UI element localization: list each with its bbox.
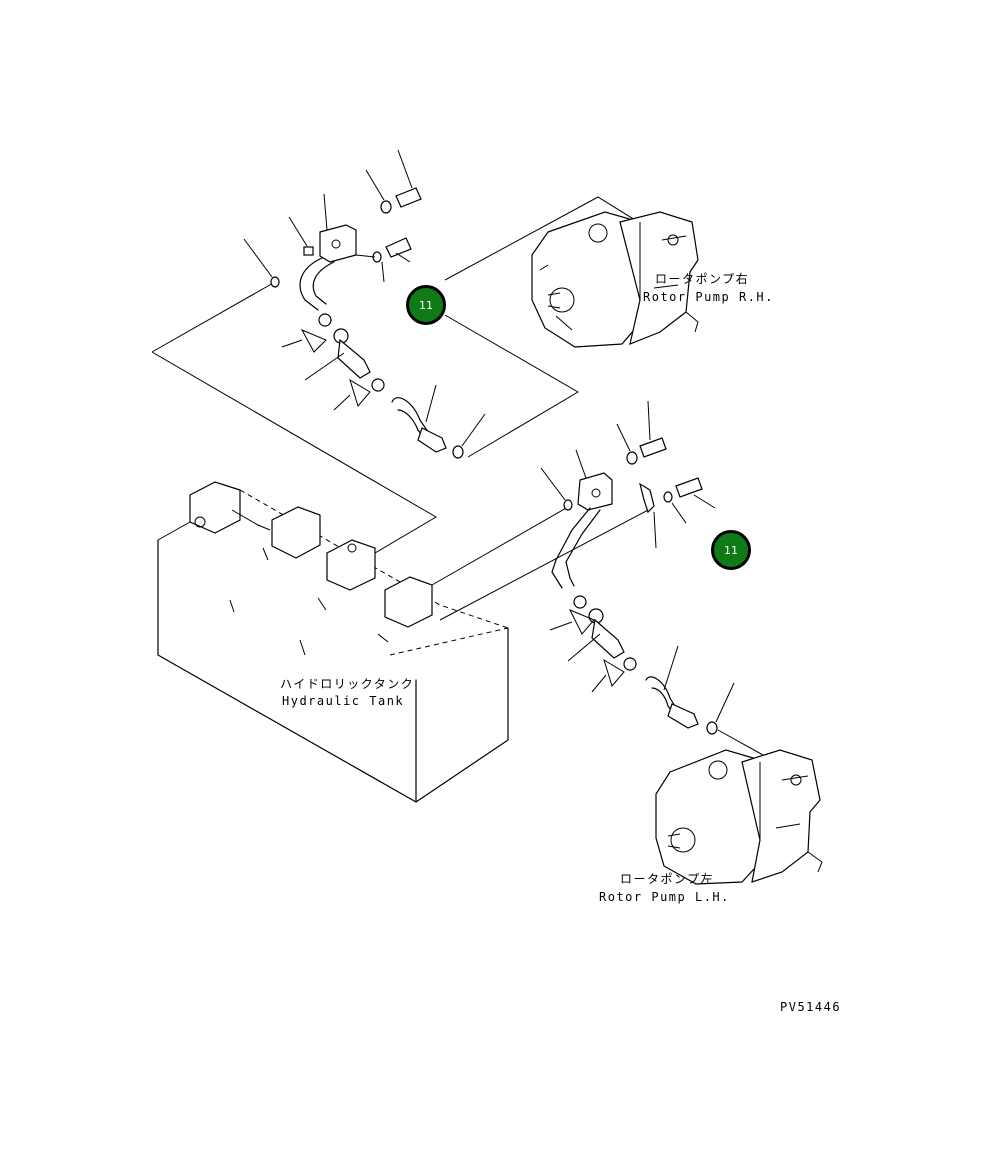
hose-upper xyxy=(391,397,429,433)
label-hydraulic-tank-jp: ハイドロリックタンク xyxy=(280,677,415,691)
clamp-lower-1 xyxy=(573,595,587,609)
drawing-code: PV51446 xyxy=(780,1000,842,1014)
bolt-upper-2 xyxy=(385,237,412,258)
lower-hose-assembly xyxy=(540,400,735,735)
pipe-upper-bend xyxy=(299,257,323,311)
bolt-lower-2 xyxy=(675,477,703,498)
washer-lower-2 xyxy=(663,491,673,503)
label-rotor-pump-rh-jp: ロータポンプ右 xyxy=(655,272,750,286)
spacer-upper xyxy=(303,246,314,256)
clamp-lower-2 xyxy=(623,657,637,671)
washer-upper-1 xyxy=(380,200,392,214)
rotor-pump-lh xyxy=(655,749,823,885)
upper-hose-assembly xyxy=(243,149,486,459)
hose-fitting-lower xyxy=(667,703,699,729)
bolt-lower-1 xyxy=(639,437,667,458)
label-rotor-pump-lh-en: Rotor Pump L.H. xyxy=(599,890,730,904)
hydraulic-tank xyxy=(157,481,509,803)
clamp-upper-1 xyxy=(318,313,332,327)
tab-washer-lower xyxy=(639,482,655,514)
upper-assembly-outline xyxy=(151,196,681,554)
washer-lower-1 xyxy=(626,451,638,465)
o-ring-lower-right xyxy=(706,721,718,735)
hose-lower xyxy=(645,676,677,709)
o-ring-lower-left xyxy=(563,499,573,511)
clamp-upper-2 xyxy=(371,378,385,392)
pipe-segment-lower xyxy=(591,618,625,659)
label-hydraulic-tank-en: Hydraulic Tank xyxy=(282,694,405,708)
bracket-lower xyxy=(577,472,613,511)
o-ring-upper-left xyxy=(270,276,280,288)
hose-fitting-upper xyxy=(417,427,447,453)
label-rotor-pump-lh-jp: ロータポンプ左 xyxy=(620,872,715,886)
label-rotor-pump-rh-en: Rotor Pump R.H. xyxy=(643,290,774,304)
bracket-upper xyxy=(319,224,357,263)
rotor-pump-rh xyxy=(531,211,699,348)
pipe-segment-upper xyxy=(337,338,371,379)
o-ring-upper-right xyxy=(452,445,464,459)
bolt-upper-1 xyxy=(395,187,422,208)
callout-11-upper[interactable]: 11 xyxy=(406,285,446,325)
pipe-lower-bend xyxy=(551,507,591,589)
callout-11-lower[interactable]: 11 xyxy=(711,530,751,570)
